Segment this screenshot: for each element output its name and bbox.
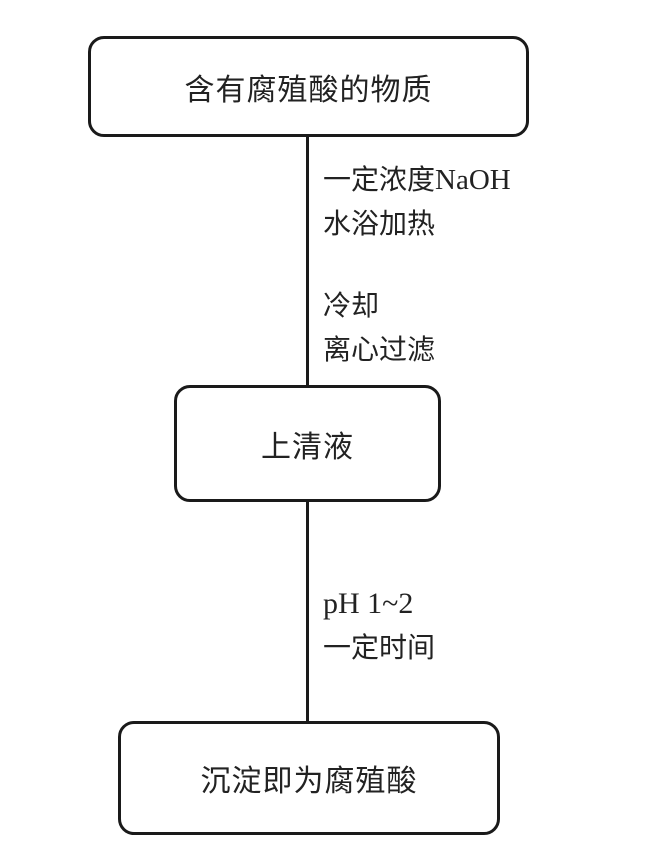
connector-middle-to-end — [306, 500, 309, 723]
step1-line1: 一定浓度NaOH — [323, 158, 511, 202]
step1-line1-cn: 一定浓度 — [323, 163, 436, 196]
box-start-material: 含有腐殖酸的物质 — [88, 36, 529, 137]
box-end-label: 沉淀即为腐殖酸 — [200, 764, 418, 799]
box-middle-label: 上清液 — [261, 429, 354, 465]
box-precipitate: 沉淀即为腐殖酸 — [118, 721, 500, 835]
step2-note: 冷却 离心过滤 — [323, 284, 435, 372]
step2-line1: 冷却 — [323, 289, 380, 322]
step3-line1: pH 1~2 — [323, 587, 414, 620]
box-start-label: 含有腐殖酸的物质 — [184, 72, 433, 108]
step1-line2: 水浴加热 — [323, 207, 436, 240]
step2-line2: 离心过滤 — [323, 333, 436, 366]
connector-start-to-middle — [306, 135, 309, 387]
step1-line1-chem: NaOH — [435, 164, 511, 196]
box-supernatant: 上清液 — [174, 385, 441, 502]
step3-note: pH 1~2 一定时间 — [323, 582, 435, 670]
step3-line2: 一定时间 — [323, 631, 436, 664]
step1-note: 一定浓度NaOH 水浴加热 — [323, 158, 511, 246]
